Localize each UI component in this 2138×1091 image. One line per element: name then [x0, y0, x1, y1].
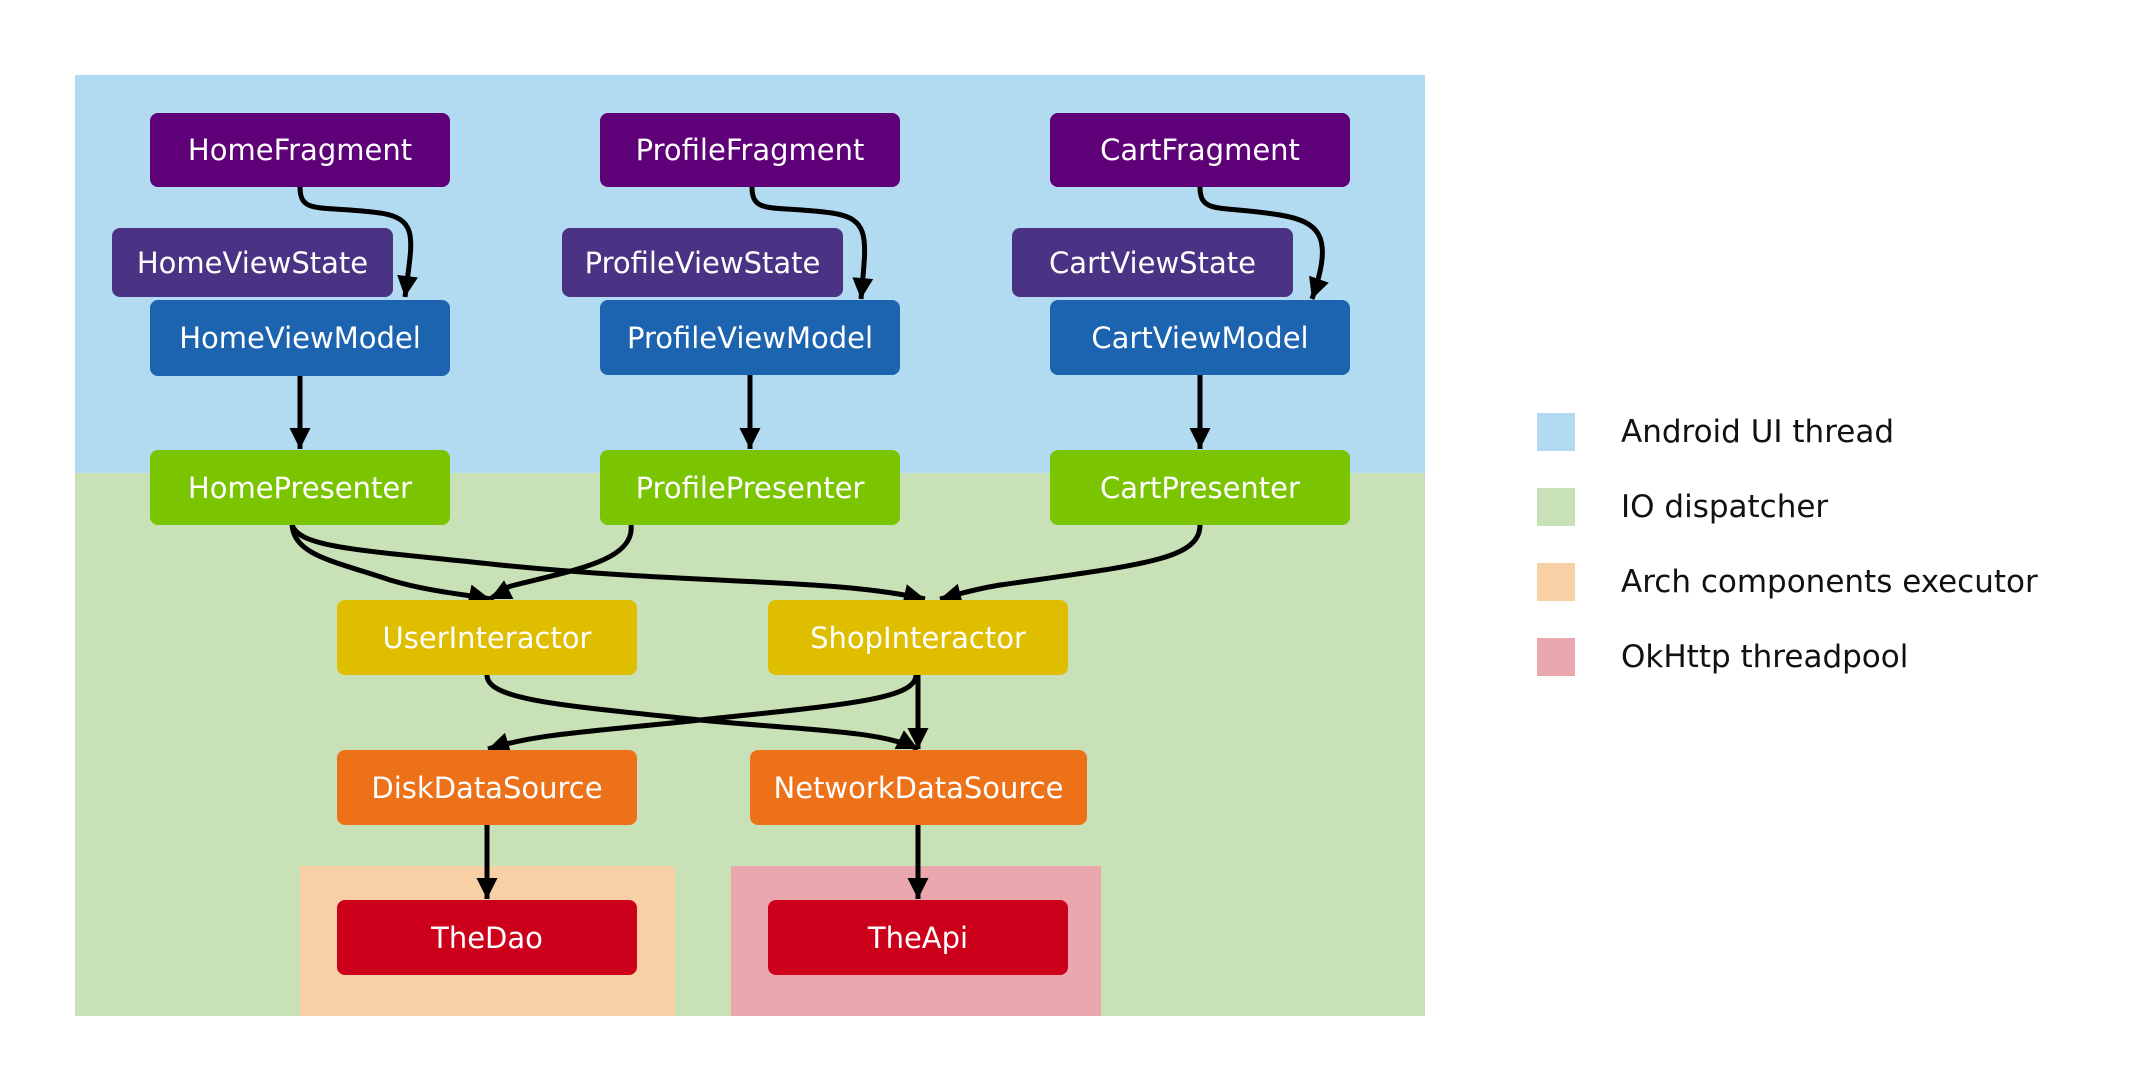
node-profile-fragment[interactable]: ProfileFragment [600, 113, 900, 187]
node-network-data-source[interactable]: NetworkDataSource [750, 750, 1087, 825]
node-label: UserInteractor [382, 620, 592, 655]
legend-swatch [1537, 488, 1575, 526]
node-label: CartViewModel [1091, 320, 1309, 355]
node-home-view-model[interactable]: HomeViewModel [150, 300, 450, 376]
node-label: TheDao [431, 920, 543, 955]
node-profile-presenter[interactable]: ProfilePresenter [600, 450, 900, 525]
node-label: HomePresenter [187, 470, 413, 505]
node-the-dao[interactable]: TheDao [337, 900, 637, 975]
node-label: CartViewState [1049, 245, 1256, 280]
node-label: HomeViewState [136, 245, 369, 280]
node-label: CartPresenter [1100, 470, 1300, 505]
node-shop-interactor[interactable]: ShopInteractor [768, 600, 1068, 675]
node-label: CartFragment [1100, 133, 1300, 167]
node-label: HomeViewModel [179, 321, 421, 355]
node-profile-view-model[interactable]: ProfileViewModel [600, 300, 900, 375]
node-label: HomeFragment [187, 133, 413, 167]
node-home-presenter[interactable]: HomePresenter [150, 450, 450, 525]
node-cart-view-model[interactable]: CartViewModel [1050, 300, 1350, 375]
legend-swatch [1537, 638, 1575, 676]
node-label: NetworkDataSource [773, 770, 1064, 805]
legend-swatch [1537, 413, 1575, 451]
legend-label: Android UI thread [1621, 414, 1895, 450]
node-label: ShopInteractor [810, 620, 1026, 655]
legend-item-arch-components-executor: Arch components executor [1537, 563, 2038, 601]
legend-item-android-ui-thread: Android UI thread [1537, 413, 1894, 451]
node-label: ProfileFragment [635, 133, 865, 167]
node-user-interactor[interactable]: UserInteractor [337, 600, 637, 675]
node-label: ProfileViewState [584, 245, 821, 280]
node-cart-presenter[interactable]: CartPresenter [1050, 450, 1350, 525]
legend-swatch [1537, 563, 1575, 601]
legend-label: IO dispatcher [1621, 489, 1829, 525]
node-label: ProfilePresenter [635, 470, 865, 505]
node-disk-data-source[interactable]: DiskDataSource [337, 750, 637, 825]
legend-item-okhttp-threadpool: OkHttp threadpool [1537, 638, 1908, 676]
legend-label: OkHttp threadpool [1621, 639, 1909, 675]
node-the-api[interactable]: TheApi [768, 900, 1068, 975]
node-label: TheApi [867, 920, 969, 955]
node-label: DiskDataSource [371, 770, 603, 805]
node-profile-view-state[interactable]: ProfileViewState [562, 228, 843, 297]
node-cart-fragment[interactable]: CartFragment [1050, 113, 1350, 187]
node-label: ProfileViewModel [626, 320, 874, 355]
legend-item-io-dispatcher: IO dispatcher [1537, 488, 1828, 526]
node-home-fragment[interactable]: HomeFragment [150, 113, 450, 187]
node-home-view-state[interactable]: HomeViewState [112, 228, 393, 297]
legend-label: Arch components executor [1621, 564, 2038, 600]
node-cart-view-state[interactable]: CartViewState [1012, 228, 1293, 297]
